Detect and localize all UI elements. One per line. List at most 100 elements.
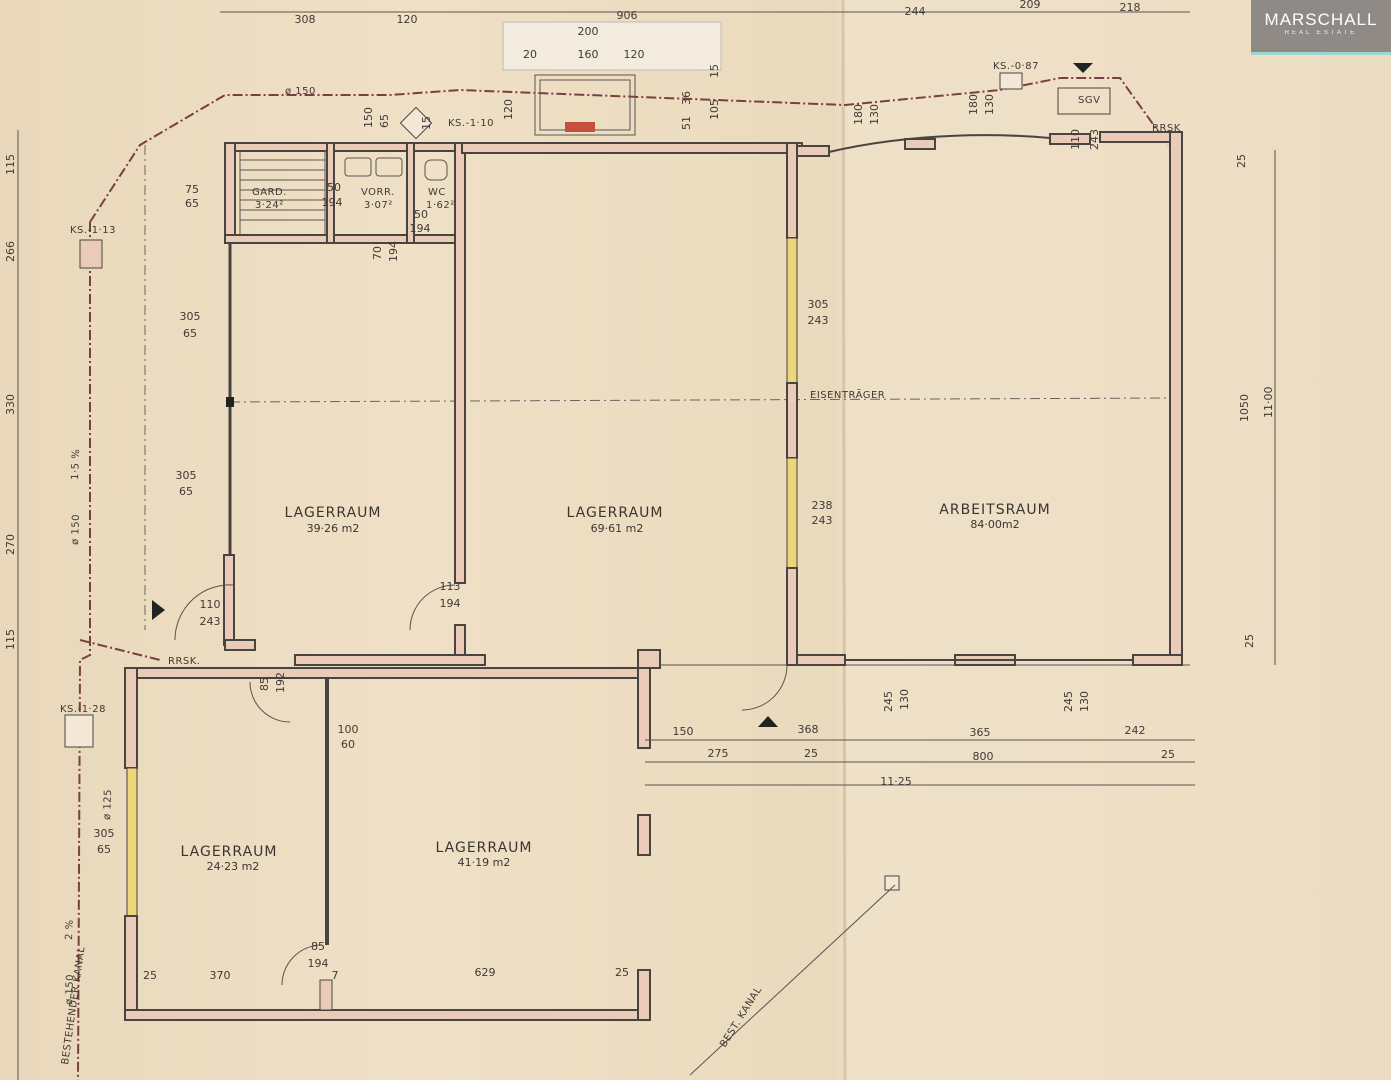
wall-lager2-right1 <box>786 142 798 239</box>
room-area-gard: 3·24² <box>255 200 284 211</box>
wall-lager1-right <box>454 142 466 584</box>
stairs-gard <box>239 150 326 235</box>
room-area-arbeit: 84·00m2 <box>970 518 1019 531</box>
dim-gard-50: 50 <box>327 181 341 194</box>
dim-top-36: 36 <box>680 91 693 105</box>
wall-lower-right2 <box>637 814 651 856</box>
brand-name: MARSCHALL <box>1264 10 1378 29</box>
dim-gard-194: 194 <box>322 196 343 209</box>
dim-top-218: 218 <box>1120 1 1141 14</box>
ks-box-110 <box>399 106 433 140</box>
dim-l1-65a: 65 <box>183 327 197 340</box>
dim-wc-50: 50 <box>414 208 428 221</box>
dim-low-800: 800 <box>973 750 994 763</box>
door-arc-lager2 <box>409 584 456 631</box>
dim-mid-243a: 243 <box>808 314 829 327</box>
dim-mid-243b: 243 <box>812 514 833 527</box>
wall-lower-right3 <box>637 969 651 1021</box>
dim-w-100: 100 <box>338 723 359 736</box>
dim-low-245b: 245 <box>1062 691 1075 712</box>
wall-arbeit-bottom-c <box>1132 654 1183 666</box>
dim-top-15b: 15 <box>708 64 721 78</box>
entrance-structure <box>534 74 636 136</box>
room-name-lager2: LAGERRAUM <box>567 505 664 521</box>
room-name-lager1: LAGERRAUM <box>285 505 382 521</box>
label-d150-bottom: ø 150 <box>64 974 76 1005</box>
wall-lower-top <box>124 667 651 679</box>
sgv-box <box>1057 87 1111 115</box>
dim-top-244: 244 <box>905 5 926 18</box>
wall-lower-right1 <box>637 667 651 749</box>
brand-tagline: REAL ESTATE <box>1284 30 1358 36</box>
room-area-lager3: 24·23 m2 <box>207 860 260 873</box>
dim-top-180a: 180 <box>852 104 865 125</box>
wall-lower-pillar <box>637 649 661 669</box>
dim-low-365: 365 <box>970 726 991 739</box>
door-arc-lager1 <box>174 584 235 641</box>
dim-bot-7: 7 <box>332 969 339 982</box>
label-d150-left: ø 150 <box>70 514 82 545</box>
label-ks128: KS.-1·28 <box>60 704 106 715</box>
wall-lager1-bottom <box>224 639 256 651</box>
dim-door-85a: 85 <box>258 677 271 691</box>
dim-l1-305a: 305 <box>180 310 201 323</box>
dim-low-130a: 130 <box>898 689 911 710</box>
dim-door-194: 194 <box>440 597 461 610</box>
dim-gard-75: 75 <box>185 183 199 196</box>
dim-top-130b: 130 <box>983 94 996 115</box>
dim-vorr-194: 194 <box>387 241 400 262</box>
wall-lower-left-glass <box>126 767 138 917</box>
room-area-lager1: 39·26 m2 <box>307 522 360 535</box>
dim-bot-25a: 25 <box>143 969 157 982</box>
brand-logo: MARSCHALL REAL ESTATE <box>1251 0 1391 55</box>
dim-door-243: 243 <box>200 615 221 628</box>
dim-l3-65: 65 <box>97 843 111 856</box>
label-ks113: KS.-1·13 <box>70 225 116 236</box>
dim-bot-370: 370 <box>210 969 231 982</box>
wall-lower-left2 <box>124 915 138 1020</box>
dim-wc-194: 194 <box>410 222 431 235</box>
dim-gard-65: 65 <box>185 197 199 210</box>
dim-top-15: 15 <box>420 116 433 130</box>
dim-mid-305: 305 <box>808 298 829 311</box>
dim-l3-305: 305 <box>94 827 115 840</box>
door-arc-lager4 <box>281 944 323 986</box>
dim-low-130b: 130 <box>1078 691 1091 712</box>
wall-gard-right <box>326 142 335 244</box>
dim-w-60: 60 <box>341 738 355 751</box>
sink-2 <box>375 157 403 177</box>
dim-top-180b: 180 <box>967 94 980 115</box>
dim-low-275: 275 <box>708 747 729 760</box>
dim-top-51: 51 <box>680 116 693 130</box>
room-name-arbeit: ARBEITSRAUM <box>939 502 1050 518</box>
entrance-arrow-bottom <box>758 716 778 727</box>
dim-top-120b: 120 <box>624 48 645 61</box>
wall-arbeit-top-b <box>904 138 936 150</box>
dim-low-242: 242 <box>1125 724 1146 737</box>
dim-l1-305b: 305 <box>176 469 197 482</box>
dim-left-270: 270 <box>4 534 17 555</box>
door-arc-arbeit <box>741 664 788 711</box>
room-name-lager3: LAGERRAUM <box>181 844 278 860</box>
entrance-arrow-left <box>152 600 165 620</box>
top-window-box <box>502 21 722 71</box>
ks-box-113 <box>79 239 103 269</box>
label-rrsk-left: RRSK. <box>168 656 200 667</box>
small-box-right <box>884 875 900 891</box>
room-area-wc: 1·62² <box>426 200 455 211</box>
wall-upper-left-left2 <box>223 554 235 646</box>
dim-top-906: 906 <box>617 9 638 22</box>
wall-lager1-bottom2 <box>294 654 486 666</box>
entrance-arrow-top <box>1073 63 1093 73</box>
dim-left-115: 115 <box>4 154 17 175</box>
wall-lager2-right2 <box>786 382 798 459</box>
dim-top-150: 150 <box>362 107 375 128</box>
wall-lower-bottom <box>124 1009 651 1021</box>
room-area-vorr: 3·07² <box>364 200 393 211</box>
dim-low-25b: 25 <box>1161 748 1175 761</box>
dim-door-192: 192 <box>274 672 287 693</box>
wall-arbeit-top-c <box>1049 133 1091 145</box>
dim-low-25a: 25 <box>804 747 818 760</box>
label-d125: ø 125 <box>102 789 114 820</box>
